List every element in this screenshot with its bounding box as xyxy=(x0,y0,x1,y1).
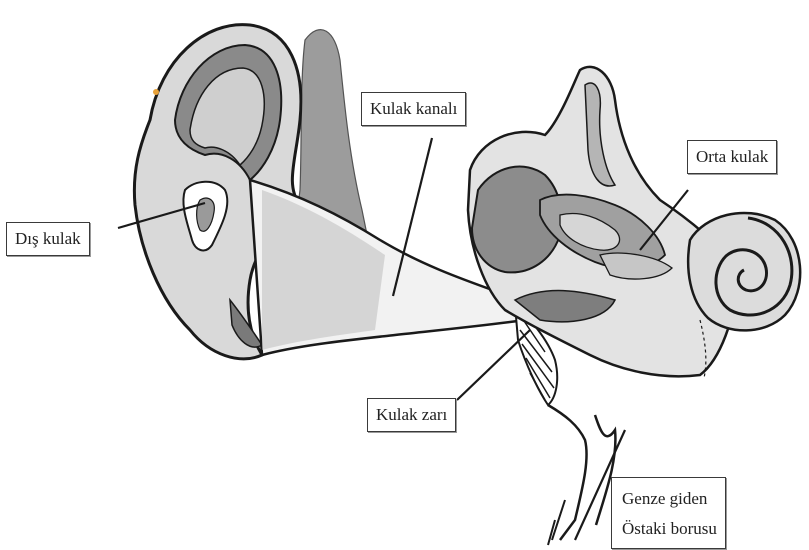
label-ostaki-borusu: Genze giden Östaki borusu xyxy=(611,477,726,549)
label-ostaki-line1: Genze giden xyxy=(622,484,717,514)
ear-color-dot xyxy=(153,89,159,95)
label-kulak-zari: Kulak zarı xyxy=(367,398,456,432)
label-orta-kulak: Orta kulak xyxy=(687,140,777,174)
label-kulak-kanali: Kulak kanalı xyxy=(361,92,466,126)
middle-inner-ear xyxy=(468,67,740,376)
label-dis-kulak: Dış kulak xyxy=(6,222,90,256)
leader-kulak-zari xyxy=(457,330,530,400)
label-ostaki-line2: Östaki borusu xyxy=(622,514,717,544)
